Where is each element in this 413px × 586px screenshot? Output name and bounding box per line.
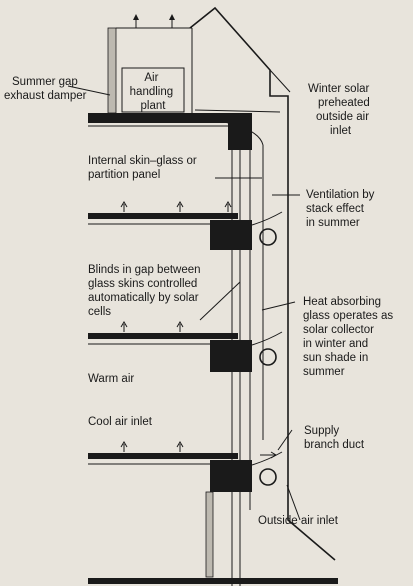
floor-slab-top (88, 113, 252, 150)
label-heat-absorbing: Heat absorbing glass operates as solar c… (303, 296, 396, 378)
airflow-arrows (120, 201, 277, 459)
label-air-handling-plant: Air handling plant (130, 72, 177, 112)
label-ventilation: Ventilation by stack effect in summer (306, 189, 378, 229)
column-and-ground (88, 491, 338, 584)
leader-lines (67, 85, 301, 521)
label-warm-air: Warm air (88, 373, 134, 385)
label-cool-air-inlet: Cool air inlet (88, 416, 153, 428)
label-summer-gap: Summer gap exhaust damper (4, 76, 87, 102)
floor-slab-3 (88, 331, 283, 372)
label-blinds: Blinds in gap between glass skins contro… (88, 264, 204, 318)
floor-slab-2 (88, 211, 283, 250)
label-internal-skin: Internal skin–glass or partition panel (88, 155, 200, 181)
label-outside-air-inlet: Outside air inlet (258, 515, 339, 527)
roof-plant-room (107, 14, 193, 114)
label-supply-branch-duct: Supply branch duct (304, 425, 365, 451)
label-winter-solar: Winter solar preheated outside air inlet (308, 83, 373, 137)
floor-slab-4 (88, 451, 283, 492)
